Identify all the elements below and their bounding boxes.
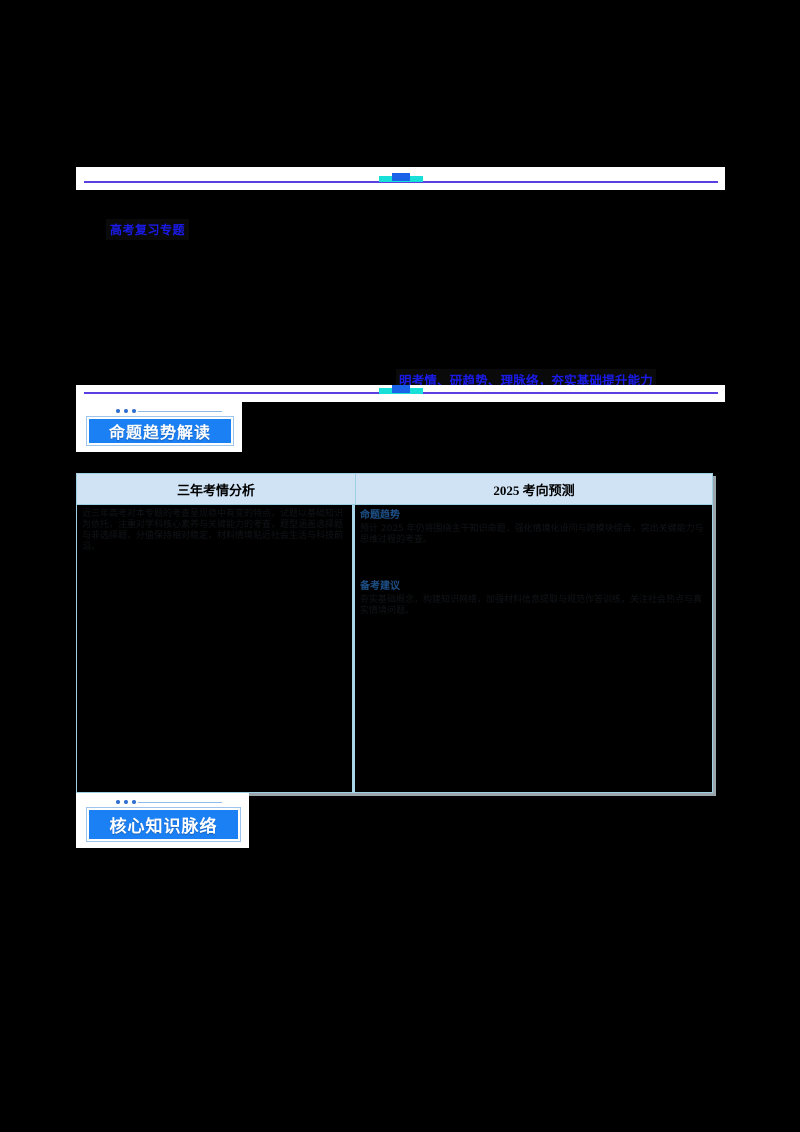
section-badge-trend: 命题趋势解读 (76, 402, 242, 452)
table-cell-forecast: 命题趋势 预计 2025 年仍将围绕主干知识命题，强化情境化设问与跨模块综合，突… (355, 505, 712, 793)
forecast-body-trend: 预计 2025 年仍将围绕主干知识命题，强化情境化设问与跨模块综合，突出关键能力… (360, 524, 704, 545)
forecast-block-trend: 命题趋势 预计 2025 年仍将围绕主干知识命题，强化情境化设问与跨模块综合，突… (360, 509, 707, 546)
forecast-body-advice: 夯实基础概念，构建知识网络，加强材料信息提取与规范作答训练，关注社会热点与真实情… (360, 595, 703, 616)
badge-topline-rule (138, 411, 222, 412)
table-body-row: 近三年高考对本专题的考查呈现稳中有变的特点，试题以基础知识为依托，注重对学科核心… (77, 505, 712, 793)
badge-fill-trend: 命题趋势解读 (89, 419, 231, 443)
divider-ornament-icon-secondary (379, 385, 423, 394)
table-header-forecast: 2025 考向预测 (493, 482, 575, 498)
table-header-row: 三年考情分析 2025 考向预测 (77, 474, 712, 505)
badge-outline-secondary (86, 807, 241, 842)
table-cell-three-year: 近三年高考对本专题的考查呈现稳中有变的特点，试题以基础知识为依托，注重对学科核心… (77, 505, 355, 793)
divider-ornament-icon (379, 173, 423, 182)
badge-topline-rule-secondary (138, 802, 222, 803)
document-subject-label: 高考复习专题 (106, 219, 190, 240)
forecast-heading-trend: 命题趋势 (360, 510, 400, 521)
badge-fill-core: 核心知识脉络 (89, 810, 238, 839)
badge-label-trend: 命题趋势解读 (108, 423, 211, 442)
top-divider-rule (84, 181, 718, 183)
analysis-table: 三年考情分析 2025 考向预测 近三年高考对本专题的考查呈现稳中有变的特点，试… (76, 473, 713, 793)
badge-label-core: 核心知识脉络 (109, 817, 218, 837)
badge-dots-icon (116, 409, 136, 413)
forecast-heading-advice: 备考建议 (360, 581, 400, 592)
badge-dots-icon-secondary (116, 800, 136, 804)
badge-outline (86, 416, 234, 446)
section-badge-core: 核心知识脉络 (76, 793, 249, 848)
table-header-three-year: 三年考情分析 (77, 474, 356, 504)
section-tagline: 明考情、研趋势、理脉络，夯实基础提升能力 (396, 369, 657, 390)
forecast-block-advice: 备考建议 夯实基础概念，构建知识网络，加强材料信息提取与规范作答训练，关注社会热… (360, 580, 707, 617)
three-year-body-text: 近三年高考对本专题的考查呈现稳中有变的特点，试题以基础知识为依托，注重对学科核心… (82, 509, 344, 552)
